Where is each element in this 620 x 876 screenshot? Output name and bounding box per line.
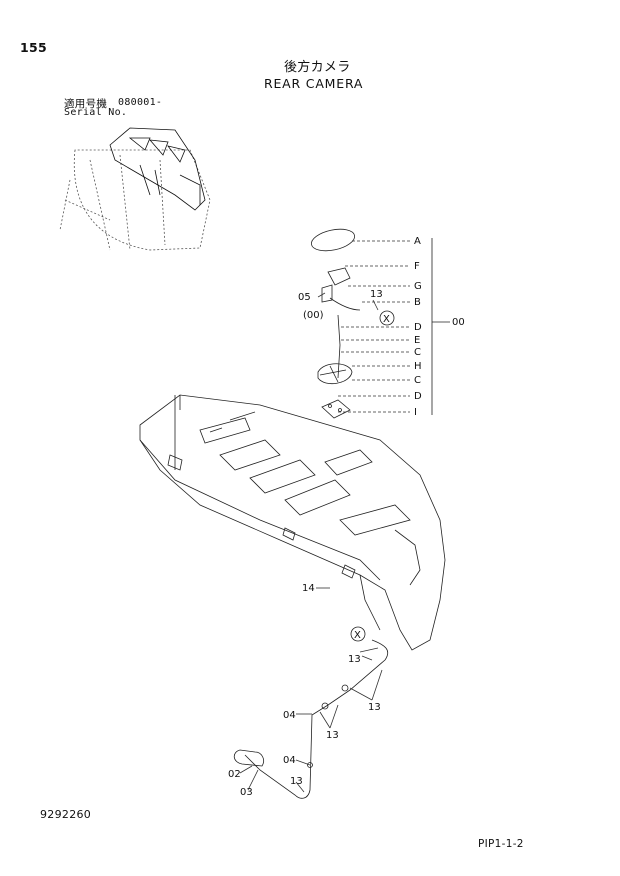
part-number-13: 13	[348, 654, 361, 665]
part-number-02: 02	[228, 769, 241, 780]
machine-thumbnail	[59, 149, 211, 251]
footer-reference: PIP1-1-2	[478, 838, 524, 850]
part-number-13: 13	[290, 776, 303, 787]
group-number: 00	[452, 317, 465, 328]
serial-label-jp: 適用号機	[64, 98, 108, 110]
callout-letter: G	[414, 281, 422, 292]
footer-code: 9292260	[40, 808, 92, 821]
part-number-03: 03	[240, 787, 253, 798]
callout-letter: D	[414, 322, 422, 333]
cross-letter-lower: X	[354, 630, 361, 641]
callout-letter: H	[414, 361, 422, 372]
callout-letter: F	[414, 261, 420, 272]
title-japanese: 後方カメラ	[284, 60, 351, 75]
callout-letter: B	[414, 297, 421, 308]
part-number-05: 05	[298, 292, 311, 303]
part-number-04: 04	[283, 710, 296, 721]
part-callouts: 05 (00) 13 X 14 X 13 13 04 13 04 13 02 0…	[228, 289, 390, 798]
callout-letter: I	[414, 407, 417, 418]
camera-cover	[310, 228, 356, 252]
callout-letter: E	[414, 335, 420, 346]
part-number-04: 04	[283, 755, 296, 766]
callout-letter: C	[414, 347, 421, 358]
wiring-harness	[233, 639, 389, 799]
part-number-13: 13	[370, 289, 383, 300]
callout-letter: D	[414, 391, 422, 402]
callout-letter: C	[414, 375, 421, 386]
part-number-13: 13	[326, 730, 339, 741]
title-english: REAR CAMERA	[264, 76, 364, 91]
callout-leaders	[338, 240, 410, 413]
part-number-14: 14	[302, 583, 315, 594]
cross-letter-upper: X	[383, 314, 390, 325]
serial-label-en: Serial No.	[64, 107, 128, 118]
lower-leaders	[239, 292, 383, 793]
counterweight-body	[139, 394, 446, 651]
camera-assembly	[317, 267, 361, 419]
serial-value: 080001-	[118, 97, 163, 108]
cross-mark-upper	[379, 310, 395, 326]
callout-letter: A	[414, 236, 421, 247]
letter-callouts: A F G B D E C H C D I 00	[414, 236, 465, 418]
thumbnail-counterweight	[109, 127, 206, 211]
page-number: 155	[20, 40, 47, 55]
part-number-00-paren: (00)	[303, 310, 324, 321]
part-number-13: 13	[368, 702, 381, 713]
cross-mark-lower	[350, 626, 366, 642]
